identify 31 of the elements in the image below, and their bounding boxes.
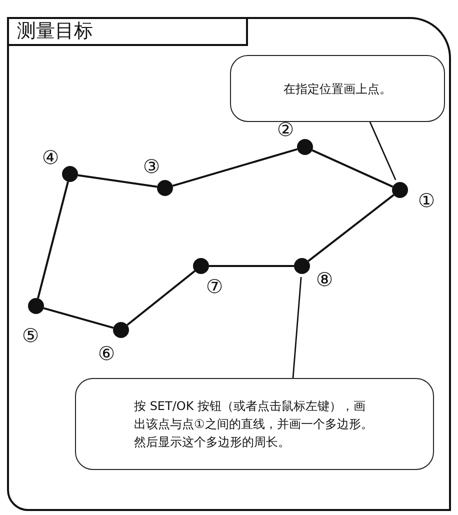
speech-bubble bbox=[230, 55, 445, 122]
polygon-side bbox=[209, 265, 294, 267]
point-marker bbox=[62, 166, 78, 182]
callout-text: 按 SET/OK 按钮（或者点击鼠标左键），画出该点与点①之间的直线，并画一个多边形。然后显示这个多边形的周长。 bbox=[134, 398, 374, 451]
point-number: ③ bbox=[143, 157, 160, 177]
point-number: ⑧ bbox=[316, 270, 334, 290]
polygon-side bbox=[37, 181, 69, 299]
polygon-side bbox=[308, 194, 394, 262]
point-marker bbox=[294, 258, 310, 274]
point-number: ① bbox=[418, 191, 436, 211]
point-marker bbox=[28, 298, 44, 314]
polygon-side bbox=[126, 270, 196, 326]
point-number: ⑤ bbox=[22, 326, 40, 346]
polygon-side bbox=[43, 307, 114, 329]
polygon-side bbox=[78, 174, 158, 188]
point-number: ⑦ bbox=[206, 277, 224, 297]
polygon-side bbox=[172, 148, 298, 187]
point-marker bbox=[193, 258, 209, 274]
callout-text: 在指定位置画上点。 bbox=[284, 80, 392, 98]
point-marker bbox=[113, 322, 129, 338]
leader-line bbox=[369, 122, 396, 180]
point-number: ④ bbox=[42, 148, 60, 168]
point-number: ⑥ bbox=[98, 344, 116, 364]
title: 测量目标 bbox=[8, 18, 248, 46]
point-marker bbox=[157, 180, 173, 196]
point-marker bbox=[392, 182, 408, 198]
point-number: ② bbox=[277, 120, 294, 140]
polygon-side bbox=[312, 149, 394, 188]
leader-line bbox=[292, 276, 302, 378]
point-marker bbox=[297, 139, 313, 155]
speech-bubble bbox=[75, 378, 434, 470]
